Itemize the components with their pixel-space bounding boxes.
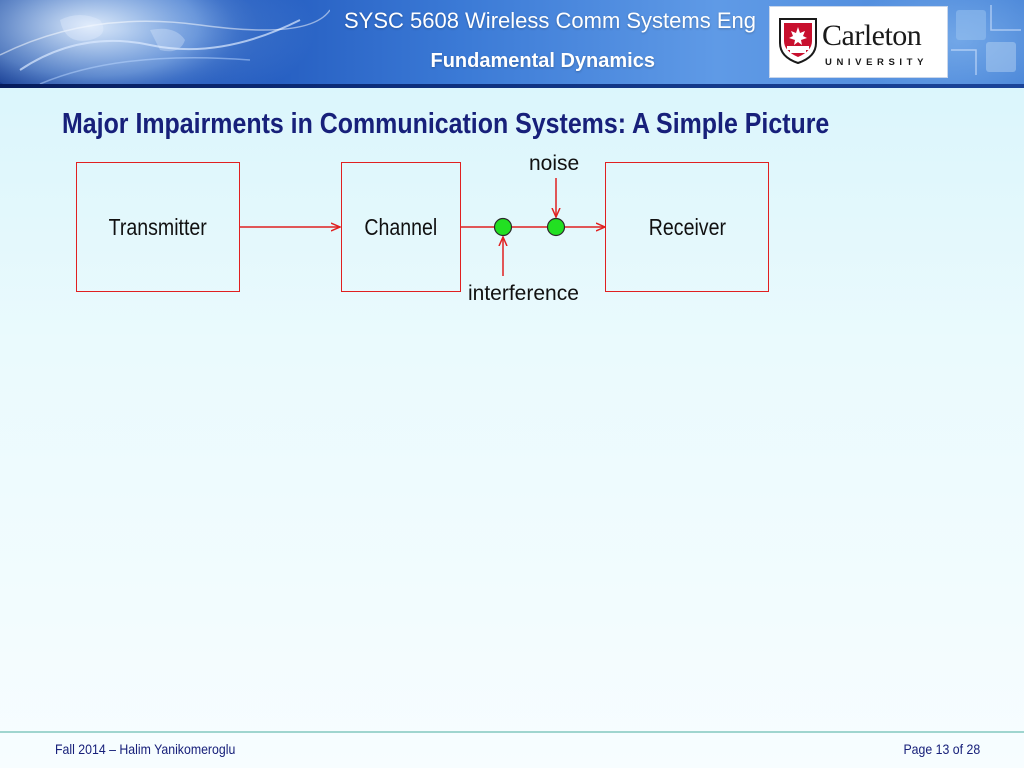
header-banner: SYSC 5608 Wireless Comm Systems Eng Fund… <box>0 0 1024 88</box>
noise-summing-node <box>546 217 566 237</box>
receiver-label: Receiver <box>648 213 726 240</box>
university-logo: Carleton UNIVERSITY <box>769 6 948 78</box>
channel-label: Channel <box>364 213 438 240</box>
logo-subtitle: UNIVERSITY <box>825 57 929 68</box>
interference-summing-node <box>493 217 513 237</box>
footer-author: Fall 2014 – Halim Yanikomeroglu <box>55 741 236 757</box>
channel-block: Channel <box>341 162 461 292</box>
noise-label: noise <box>529 152 580 175</box>
shield-icon <box>779 18 817 65</box>
transmitter-block: Transmitter <box>76 162 240 292</box>
interference-label: interference <box>468 282 579 305</box>
section-title: Fundamental Dynamics <box>430 50 655 72</box>
footer-divider <box>0 731 1024 733</box>
transmitter-label: Transmitter <box>108 213 208 240</box>
logo-name: Carleton <box>822 19 922 52</box>
course-title: SYSC 5608 Wireless Comm Systems Eng <box>343 8 756 33</box>
globe-graphic <box>0 0 330 84</box>
page-number: Page 13 of 28 <box>903 741 980 757</box>
slide-title: Major Impairments in Communication Syste… <box>62 108 830 140</box>
header-divider <box>0 84 1024 88</box>
circuit-chip-graphic <box>951 5 1021 75</box>
receiver-block: Receiver <box>605 162 769 292</box>
